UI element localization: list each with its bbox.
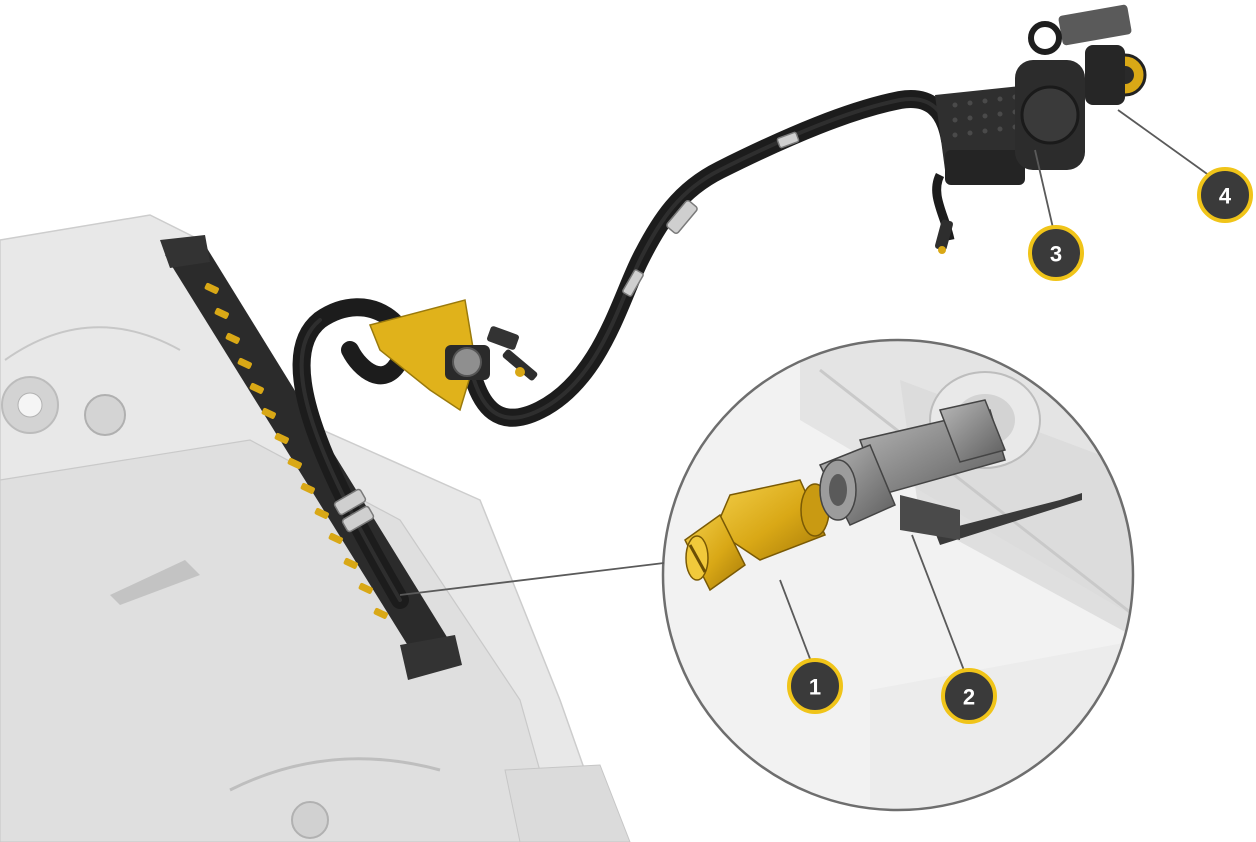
main-hose: [292, 90, 959, 609]
magnified-detail: [661, 338, 1135, 812]
nozzle-tip-part: [684, 479, 830, 592]
nozzle-body-part: [818, 399, 1082, 545]
hose-clamps: [333, 131, 800, 533]
callout-label-2: 2: [963, 685, 975, 710]
pump-assembly: [932, 4, 1147, 254]
boom-nozzles: [204, 282, 388, 619]
leader-lines: [399, 109, 1211, 674]
callout-label-4: 4: [1219, 184, 1232, 209]
callout-badge-4: 4: [1197, 167, 1253, 223]
callout-badge-3: 3: [1028, 225, 1084, 281]
callout-badge-2: 2: [941, 668, 997, 724]
machine-body-ghost: [0, 214, 631, 842]
callout-badge-1: 1: [787, 658, 843, 714]
callout-label-3: 3: [1050, 242, 1062, 267]
callout-label-1: 1: [809, 675, 821, 700]
valve-assembly: [368, 299, 538, 412]
